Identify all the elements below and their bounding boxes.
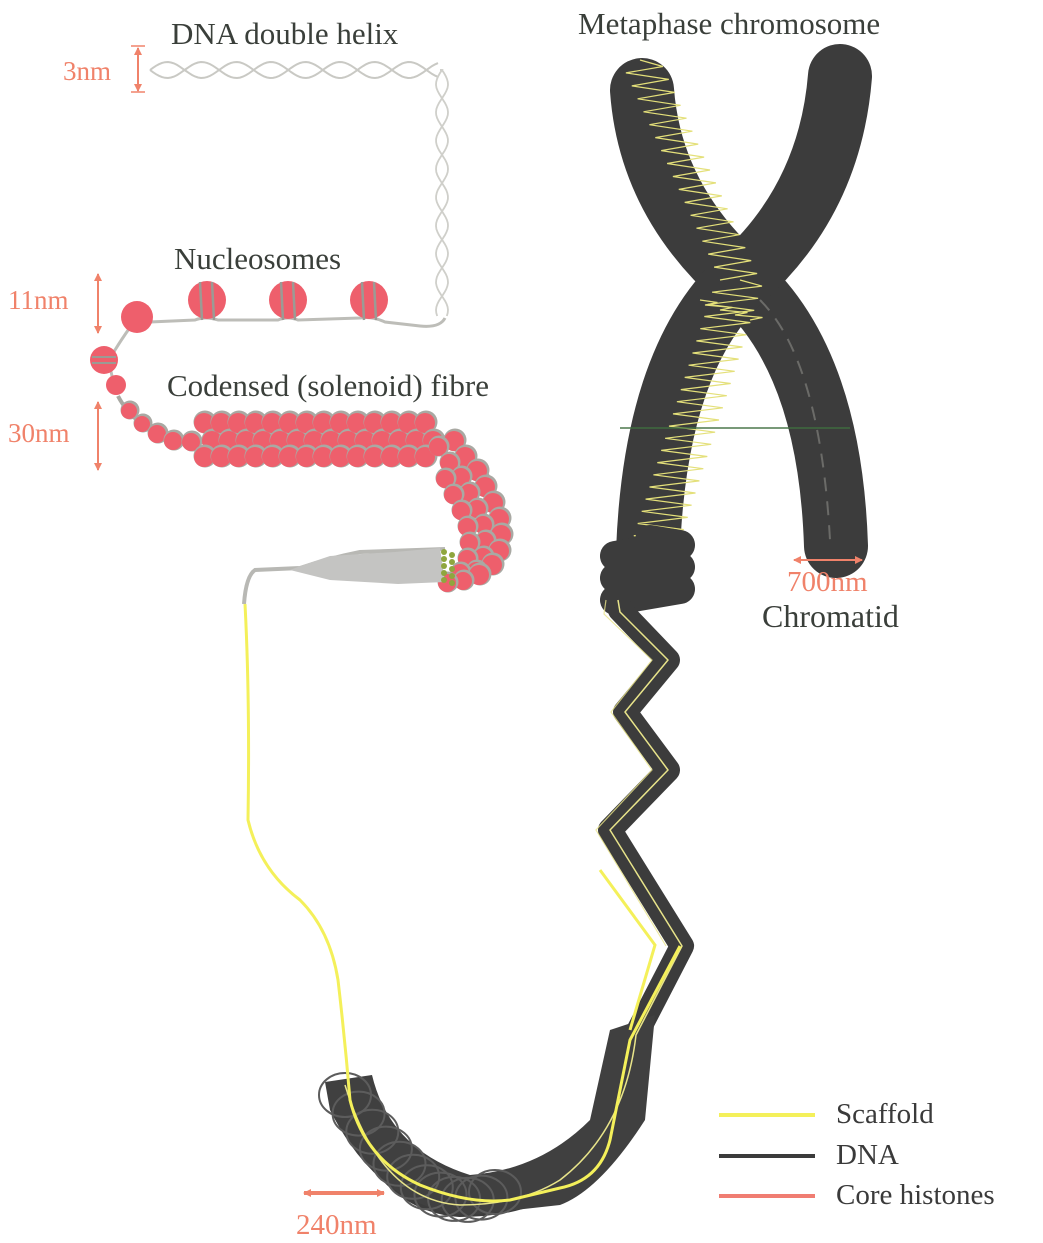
gray-fibre bbox=[244, 548, 455, 604]
supercoiled-fibre bbox=[319, 540, 682, 1222]
dimension-30nm: 30nm bbox=[8, 420, 70, 447]
legend-swatches bbox=[719, 1115, 815, 1196]
fibre-knot bbox=[441, 563, 447, 569]
fibre-knot bbox=[441, 577, 447, 583]
scaffold bbox=[245, 604, 680, 1201]
dimension-240nm: 240nm bbox=[296, 1211, 377, 1240]
legend-label-dna: DNA bbox=[836, 1141, 899, 1170]
chromatid-label: Chromatid bbox=[762, 600, 899, 632]
fibre-knot bbox=[441, 556, 447, 562]
dimension-arrows bbox=[98, 46, 862, 1193]
dimension-700nm: 700nm bbox=[787, 568, 868, 597]
dna-double-helix-label: DNA double helix bbox=[171, 18, 398, 49]
metaphase-chromosome-label: Metaphase chromosome bbox=[578, 8, 880, 39]
dimension-11nm: 11nm bbox=[8, 287, 69, 314]
metaphase-chromosome bbox=[620, 60, 850, 560]
solenoid-fibre-label: Codensed (solenoid) fibre bbox=[167, 370, 489, 401]
legend-label-scaffold: Scaffold bbox=[836, 1100, 934, 1129]
legend-label-histones: Core histones bbox=[836, 1181, 995, 1210]
nucleosomes-label: Nucleosomes bbox=[174, 243, 341, 274]
dimension-3nm: 3nm bbox=[63, 58, 111, 85]
dna-double-helix bbox=[150, 62, 448, 316]
fibre-knot bbox=[441, 570, 447, 576]
fibre-knot bbox=[441, 549, 447, 555]
